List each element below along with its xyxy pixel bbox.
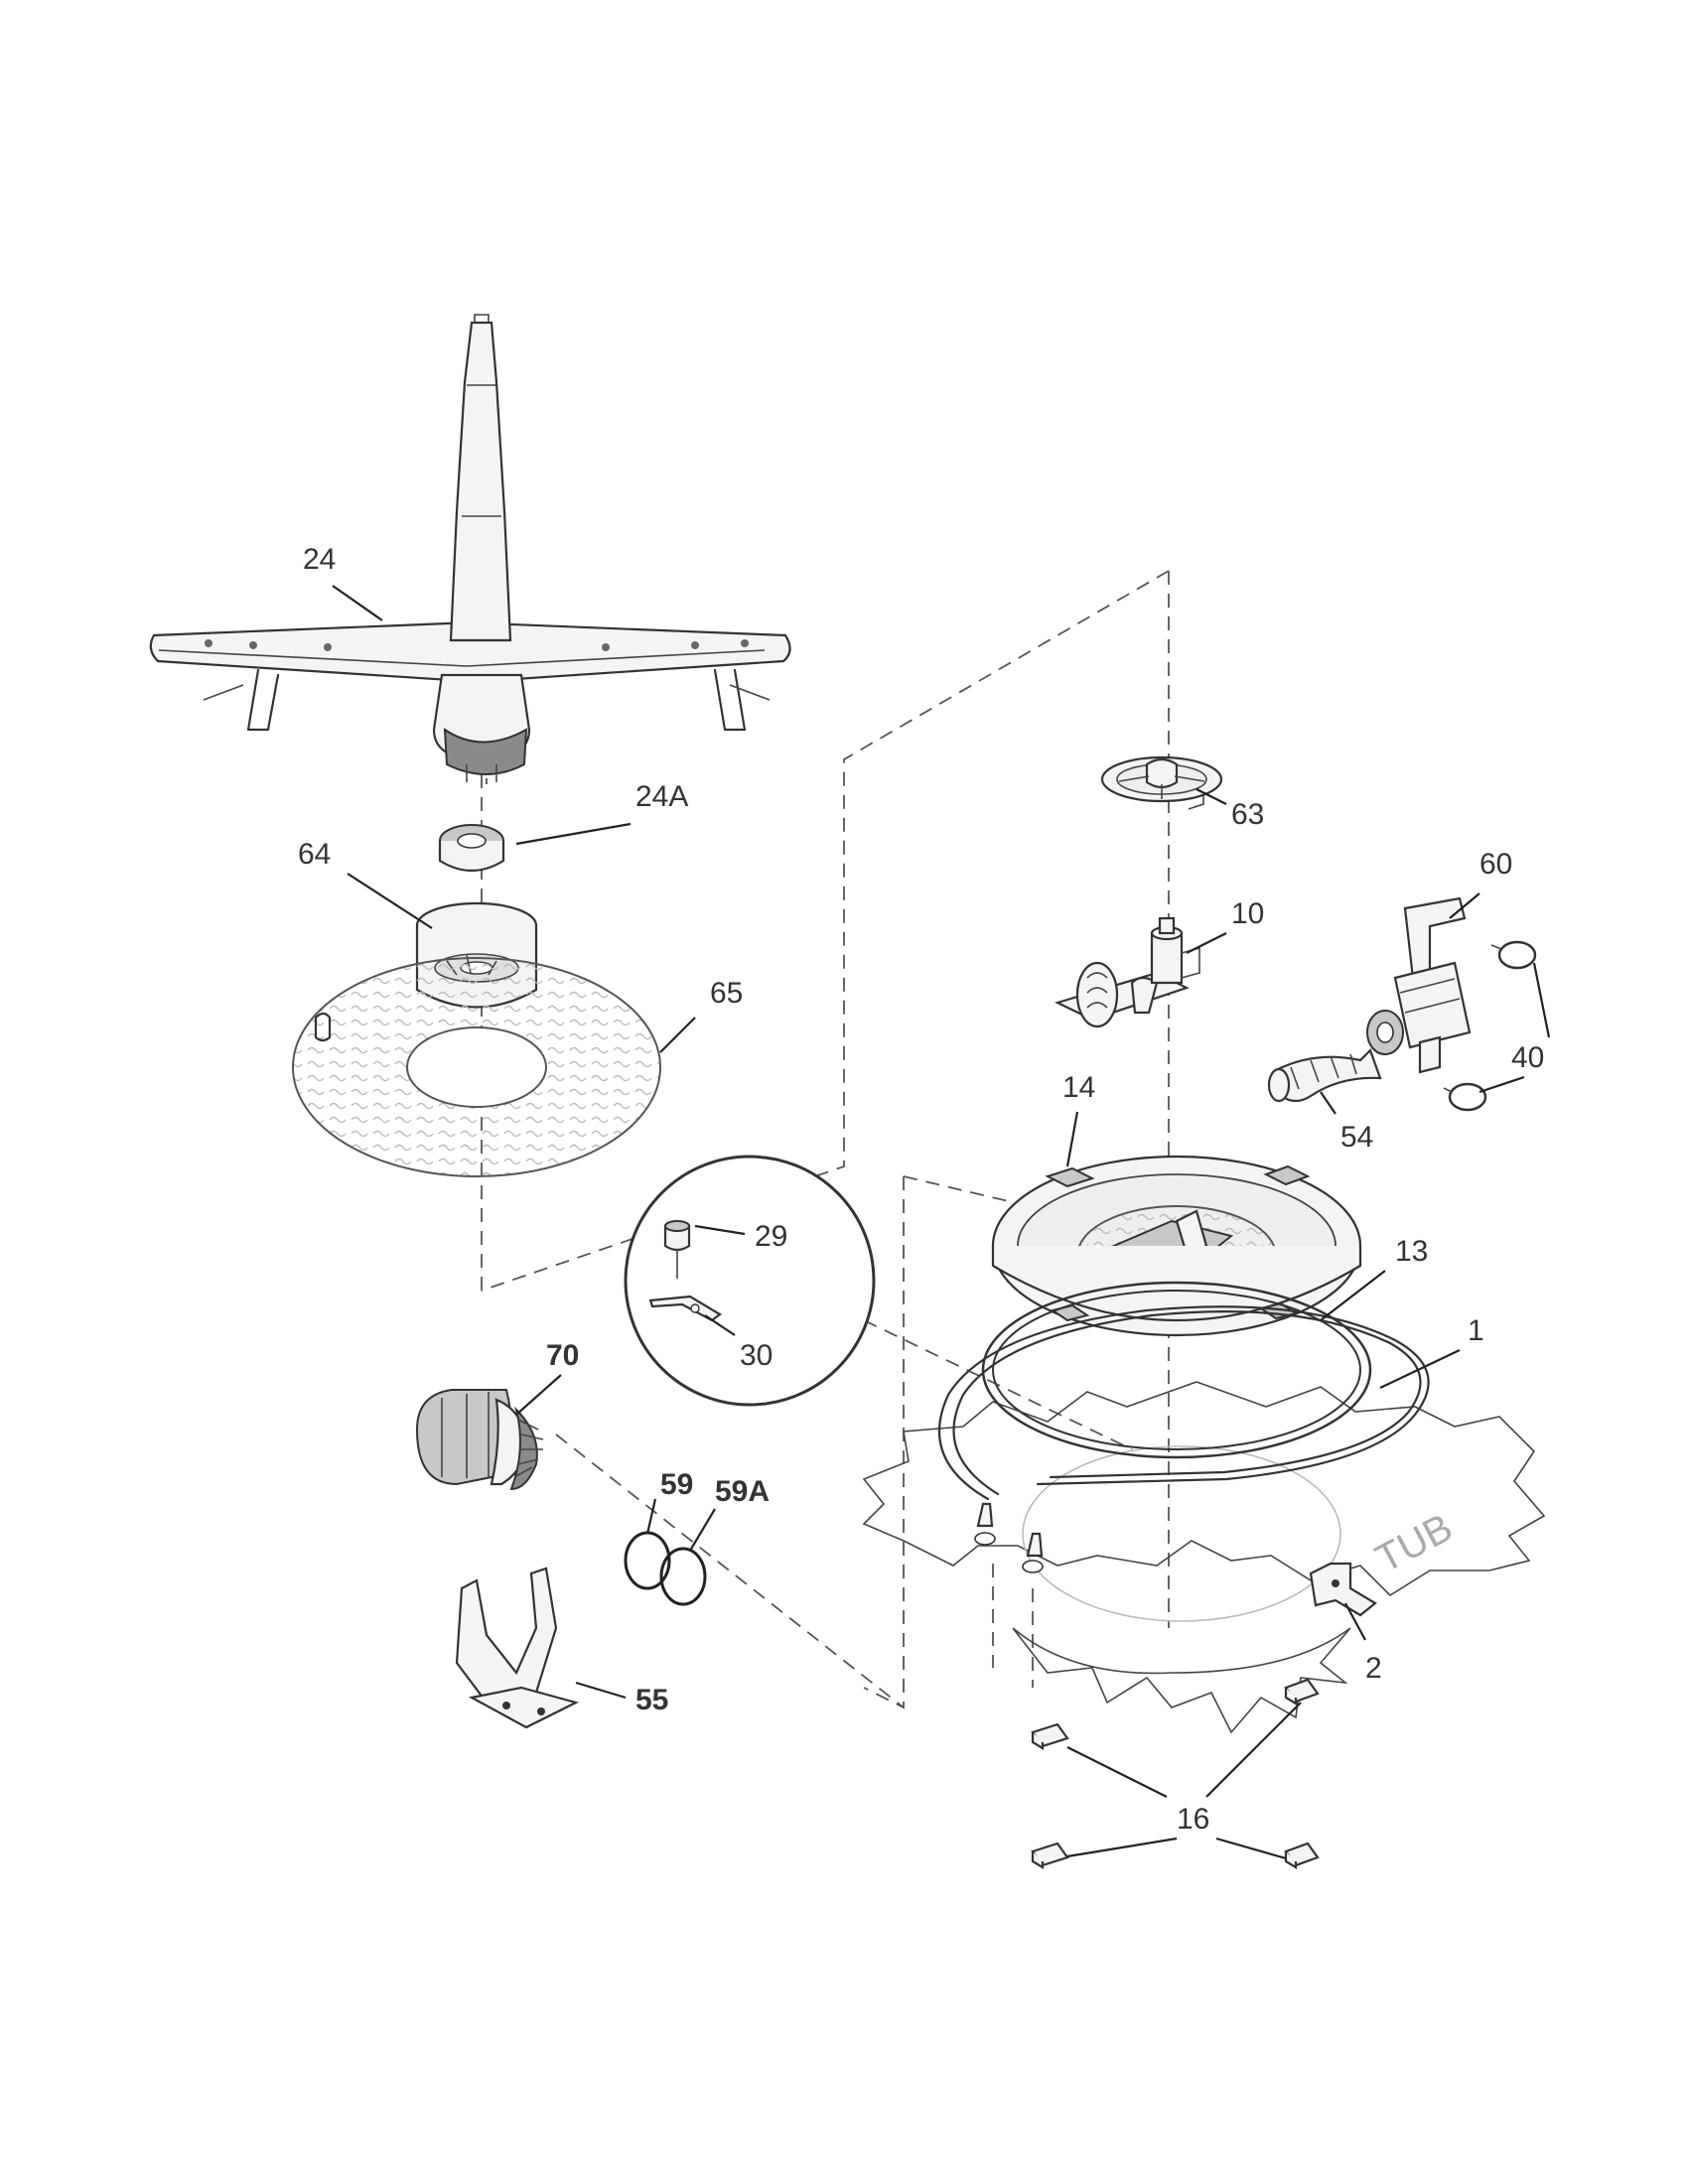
- o-rings-59: [624, 1531, 707, 1606]
- callout-labels: 24 24A 64 65 63 10 60 40 54 14 13 1 29 3…: [298, 543, 1544, 1836]
- callout-1: 1: [1468, 1314, 1484, 1347]
- callout-55: 55: [635, 1684, 668, 1716]
- heater-1: [938, 1305, 1430, 1573]
- part-60: [1366, 896, 1472, 1074]
- callout-14: 14: [1062, 1071, 1095, 1104]
- callout-65: 65: [710, 977, 743, 1010]
- ring-24a: [438, 824, 505, 872]
- gasket-13: [981, 1281, 1372, 1459]
- callout-70: 70: [546, 1339, 579, 1372]
- bracket-55: [455, 1567, 580, 1729]
- callout-59: 59: [660, 1468, 693, 1501]
- part-63: [1100, 755, 1223, 810]
- spray-arm: [149, 314, 791, 782]
- tub-outline: TUB: [862, 1381, 1546, 1734]
- detail-circle: [624, 1155, 876, 1407]
- callout-24a: 24A: [635, 780, 688, 813]
- callout-60: 60: [1479, 848, 1512, 881]
- callout-63: 63: [1231, 798, 1264, 831]
- callout-24: 24: [303, 543, 336, 576]
- callout-59a: 59A: [715, 1475, 770, 1508]
- bracket-2: [1309, 1562, 1377, 1617]
- callout-54: 54: [1340, 1121, 1373, 1154]
- callout-16: 16: [1177, 1803, 1209, 1836]
- callout-13: 13: [1395, 1235, 1428, 1268]
- hose-54: [1267, 1047, 1382, 1103]
- feet-16: [1031, 1678, 1320, 1869]
- callout-64: 64: [298, 838, 331, 871]
- clamp-40: [1443, 940, 1537, 1112]
- callout-10: 10: [1231, 897, 1264, 930]
- callout-29: 29: [755, 1220, 787, 1253]
- motor-70: [415, 1389, 544, 1491]
- leader-lines: [332, 585, 1551, 1860]
- filter-dish-65: [292, 957, 661, 1177]
- callout-30: 30: [740, 1339, 773, 1372]
- part-10: [1054, 916, 1200, 1028]
- callout-2: 2: [1365, 1652, 1382, 1685]
- callout-40: 40: [1511, 1041, 1544, 1074]
